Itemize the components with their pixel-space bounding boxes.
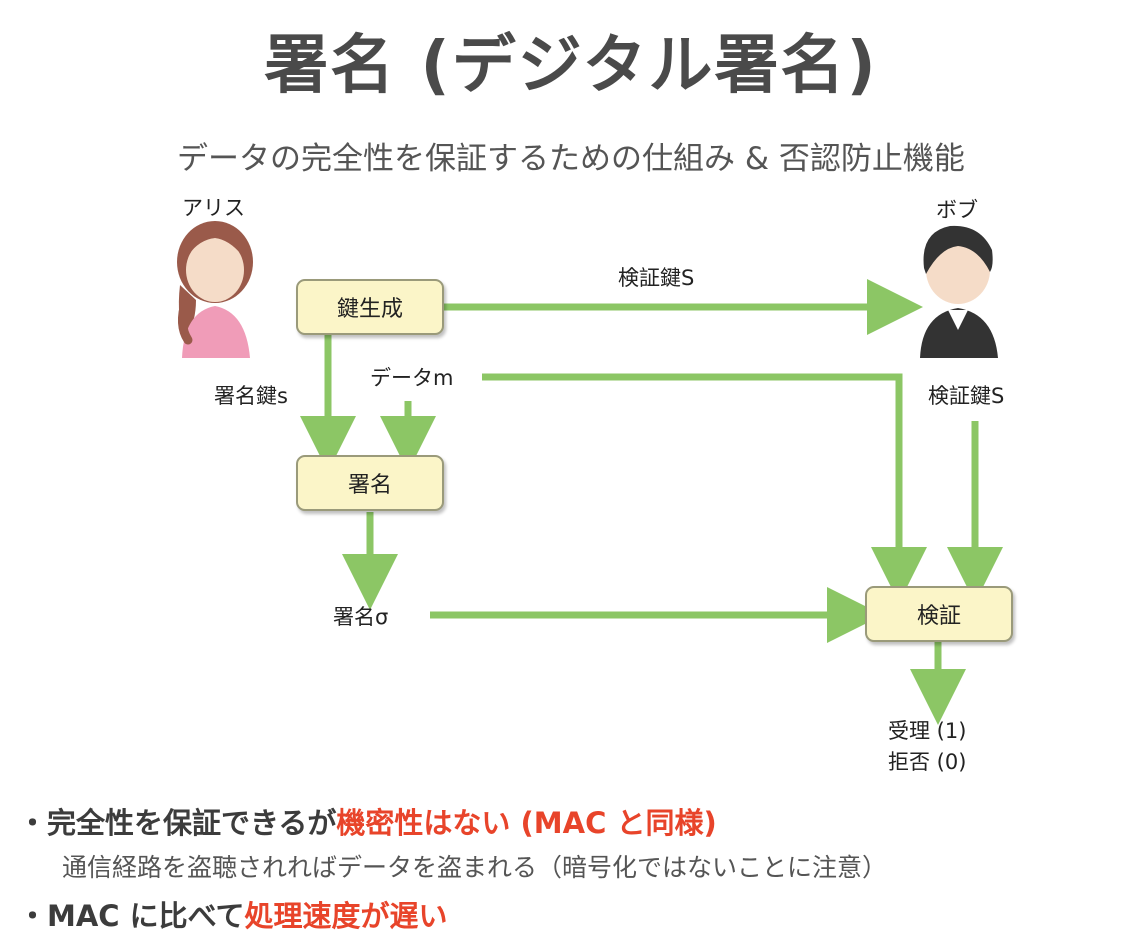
alice-avatar-icon: [177, 221, 253, 358]
data-m-label: データm: [370, 366, 454, 390]
verify-key-label-bob: 検証鍵S: [928, 384, 1005, 408]
page-title: 署名 (デジタル署名): [264, 29, 878, 103]
bullet-1-text: ・完全性を保証できるが: [18, 806, 337, 840]
verify-key-label-top: 検証鍵S: [618, 266, 695, 290]
sign-box: 署名: [296, 455, 444, 511]
bullet-1-note: 通信経路を盗聴されればデータを盗まれる（暗号化ではないことに注意）: [62, 853, 888, 882]
bullet-2-highlight: 処理速度が遅い: [244, 899, 448, 933]
bullet-speed: ・MAC に比べて処理速度が遅い: [18, 893, 448, 935]
bullet-confidentiality: ・完全性を保証できるが機密性はない (MAC と同様): [18, 800, 717, 842]
alice-label: アリス: [182, 196, 245, 220]
bob-avatar-icon: [920, 225, 998, 358]
keygen-box: 鍵生成: [296, 279, 444, 335]
page-subtitle: データの完全性を保証するための仕組み & 否認防止機能: [177, 141, 965, 177]
arrow-data-to-verify: [482, 373, 927, 603]
accept-label: 受理 (1): [888, 719, 967, 743]
verify-box: 検証: [865, 586, 1013, 642]
signing-key-label: 署名鍵s: [214, 384, 288, 408]
bob-label: ボブ: [936, 198, 978, 222]
bullet-1-highlight: 機密性はない (MAC と同様): [336, 806, 717, 840]
signature-label: 署名σ: [333, 605, 389, 629]
reject-label: 拒否 (0): [888, 750, 967, 774]
bullet-2-text: ・MAC に比べて: [18, 899, 245, 933]
